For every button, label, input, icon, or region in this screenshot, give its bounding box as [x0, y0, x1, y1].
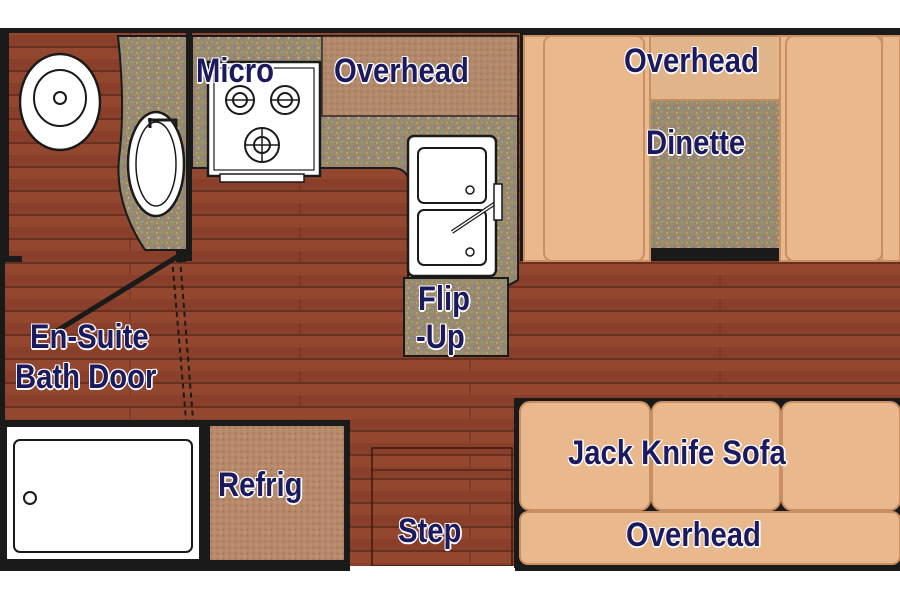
step-label: Step	[398, 512, 462, 550]
overhead-galley-cabinet	[321, 35, 519, 117]
outer-wall-left	[0, 28, 5, 571]
refrigerator-top	[210, 426, 344, 560]
jack-knife-sofa	[514, 398, 900, 568]
flip-up-label-line2: -Up	[416, 318, 465, 356]
flip-up-label-line1: Flip	[418, 280, 470, 318]
flip-up-counter	[403, 277, 509, 357]
toilet-icon	[18, 52, 102, 152]
dinette-label: Dinette	[646, 124, 746, 162]
jack-knife-sofa-label: Jack Knife Sofa	[568, 434, 786, 472]
double-sink-icon	[406, 134, 498, 278]
dinette-area	[520, 33, 900, 262]
overhead-dinette-label: Overhead	[624, 42, 759, 80]
refrig-label: Refrig	[218, 466, 303, 504]
door-swing-icon	[53, 250, 194, 421]
toilet-room-wall	[5, 33, 9, 261]
en-suite-label-line2: Bath Door	[15, 358, 157, 396]
shower-icon	[0, 420, 206, 566]
bathroom-sink-icon	[126, 110, 186, 218]
outer-wall-top	[0, 28, 900, 33]
en-suite-label-line1: En-Suite	[30, 318, 149, 356]
stove-burner-icon	[206, 60, 322, 183]
faucet-icon	[450, 183, 503, 234]
door-gap-wall	[350, 566, 515, 571]
overhead-sofa-label: Overhead	[626, 516, 761, 554]
bath-right-wall	[186, 33, 192, 261]
overhead-galley-label: Overhead	[334, 52, 469, 90]
bath-partition	[0, 256, 22, 262]
micro-label: Micro	[196, 52, 274, 90]
